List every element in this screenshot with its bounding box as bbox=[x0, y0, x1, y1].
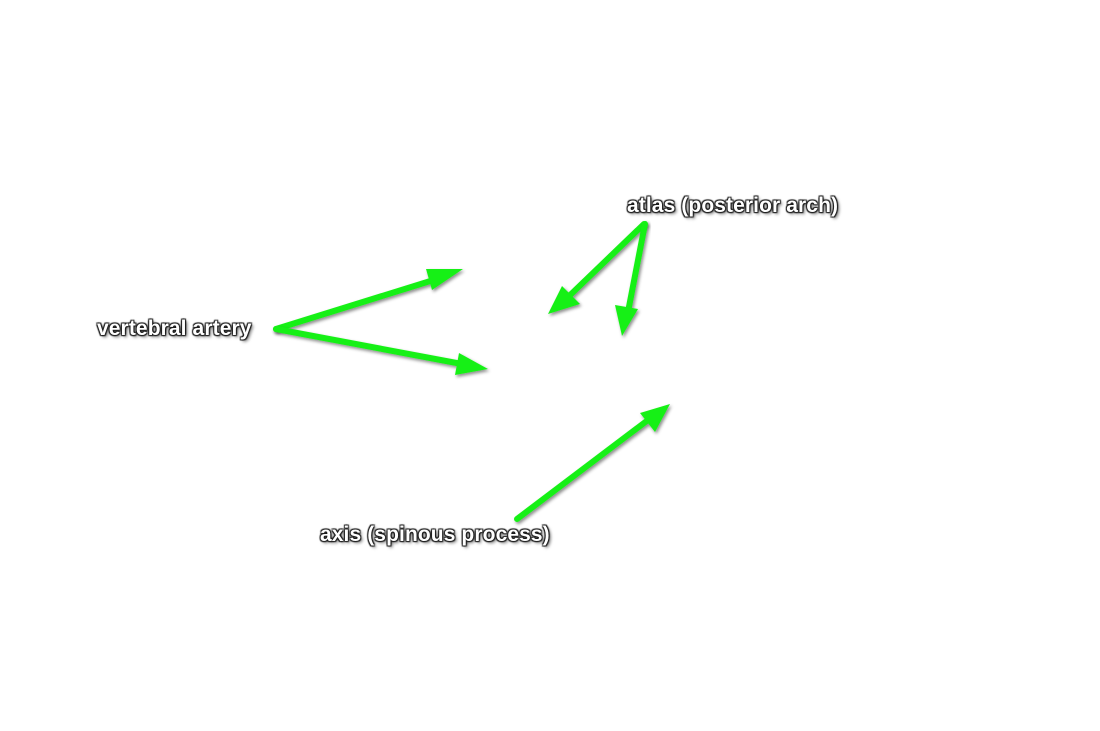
arrow-atlas-left bbox=[548, 221, 647, 314]
arrow-atlas-right bbox=[615, 221, 648, 336]
arrow-vertebral-upper bbox=[273, 269, 463, 332]
arrow-axis bbox=[514, 404, 670, 522]
label-axis-spinous-process: axis (spinous process) bbox=[320, 523, 550, 546]
arrow-vertebral-lower bbox=[273, 326, 488, 375]
label-vertebral-artery: vertebral artery bbox=[97, 317, 252, 340]
label-atlas-posterior-arch: atlas (posterior arch) bbox=[627, 194, 839, 217]
